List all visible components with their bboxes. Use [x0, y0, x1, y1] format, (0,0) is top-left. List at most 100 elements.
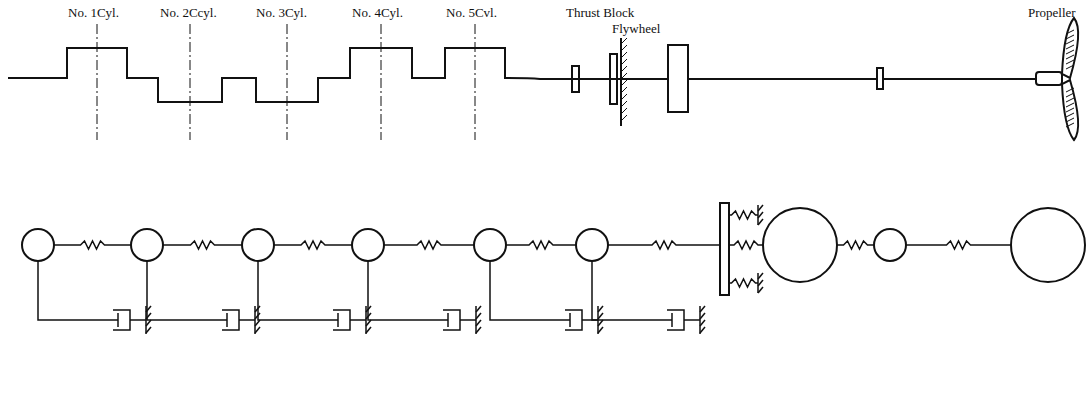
damper-link — [490, 261, 570, 320]
stroke — [1066, 103, 1074, 107]
stroke — [621, 59, 627, 65]
stroke — [1066, 65, 1074, 69]
stroke — [621, 66, 627, 72]
cylinder-label: No. 4Cyl. — [352, 6, 403, 20]
stroke — [758, 219, 763, 225]
cylinder-label: No. 5Cvl. — [446, 6, 497, 20]
stroke — [598, 306, 603, 312]
ground — [757, 273, 759, 293]
stroke — [146, 327, 151, 333]
stroke — [621, 87, 627, 93]
stroke — [1066, 35, 1074, 39]
damper-piston — [226, 313, 228, 327]
damper-cylinder — [443, 310, 460, 330]
stroke — [621, 101, 627, 107]
stroke — [1066, 88, 1074, 92]
damper-piston — [337, 313, 339, 327]
damper-piston — [117, 313, 119, 327]
stroke — [621, 94, 627, 100]
spring — [384, 241, 474, 249]
cylinder-label: No. 3Cyl. — [256, 6, 307, 20]
damper-cylinder — [333, 310, 350, 330]
damper-link — [368, 261, 448, 320]
damper-cylinder — [565, 310, 582, 330]
mass-circles — [22, 208, 1085, 282]
stroke — [700, 320, 705, 326]
damper-cylinder — [222, 310, 239, 330]
damper-piston — [569, 313, 571, 327]
damper-link — [592, 261, 672, 320]
stroke — [476, 327, 481, 333]
spring — [54, 241, 131, 249]
damper-rod — [684, 319, 700, 321]
stroke — [255, 320, 260, 326]
stroke — [758, 287, 763, 293]
part-label: Thrust Block — [566, 6, 634, 20]
cylinder-label: No. 1Cyl. — [68, 6, 119, 20]
spring — [729, 241, 763, 249]
damper-rod — [350, 319, 366, 321]
damper-piston — [671, 313, 673, 327]
spring — [274, 241, 352, 249]
stroke — [621, 52, 627, 58]
stroke — [598, 320, 603, 326]
spring — [163, 241, 242, 249]
damper-cylinder — [667, 310, 684, 330]
damper-link — [147, 261, 227, 320]
stroke — [1066, 123, 1074, 127]
thrust-collar — [610, 54, 617, 104]
damper-link — [38, 261, 118, 320]
stroke — [598, 313, 603, 319]
stroke — [621, 73, 627, 79]
stroke — [700, 327, 705, 333]
spring-symbols — [54, 205, 1011, 293]
stroke — [621, 80, 627, 86]
stroke — [1066, 113, 1074, 117]
stroke — [1066, 108, 1074, 112]
stroke — [255, 327, 260, 333]
spring — [608, 241, 720, 249]
centre-lines — [97, 24, 475, 140]
stroke — [146, 320, 151, 326]
damper-link — [258, 261, 338, 320]
stroke — [1066, 45, 1074, 49]
damper-piston — [447, 313, 449, 327]
stroke — [1066, 50, 1074, 54]
stroke — [1066, 93, 1074, 97]
stroke — [758, 273, 763, 279]
spring — [729, 211, 758, 219]
stroke — [758, 212, 763, 218]
stroke — [1066, 40, 1074, 44]
damper-symbols — [38, 261, 705, 334]
stroke — [366, 320, 371, 326]
part-label: Flywheel — [612, 22, 660, 36]
damper-rod — [460, 319, 476, 321]
damper-rod — [130, 319, 146, 321]
stroke — [621, 45, 627, 51]
flange — [572, 66, 579, 92]
stroke — [598, 327, 603, 333]
stroke — [1066, 55, 1074, 59]
stroke — [476, 320, 481, 326]
stroke — [366, 327, 371, 333]
spring — [506, 241, 576, 249]
hatching — [621, 38, 627, 121]
flywheel — [668, 45, 688, 112]
cylinder-label: No. 2Ccyl. — [160, 6, 217, 20]
crankshaft — [8, 48, 1040, 102]
propeller — [1036, 18, 1078, 140]
stroke — [1066, 118, 1074, 122]
spring — [729, 279, 758, 287]
stroke — [700, 306, 705, 312]
thrust-block-mass — [720, 203, 729, 295]
spring — [837, 241, 874, 249]
stroke — [700, 313, 705, 319]
damper-rod — [239, 319, 255, 321]
flange — [877, 68, 883, 89]
damper-cylinder — [113, 310, 130, 330]
stroke — [621, 115, 627, 121]
stroke — [476, 313, 481, 319]
stroke — [1066, 60, 1074, 64]
part-label: Propeller — [1028, 6, 1076, 20]
